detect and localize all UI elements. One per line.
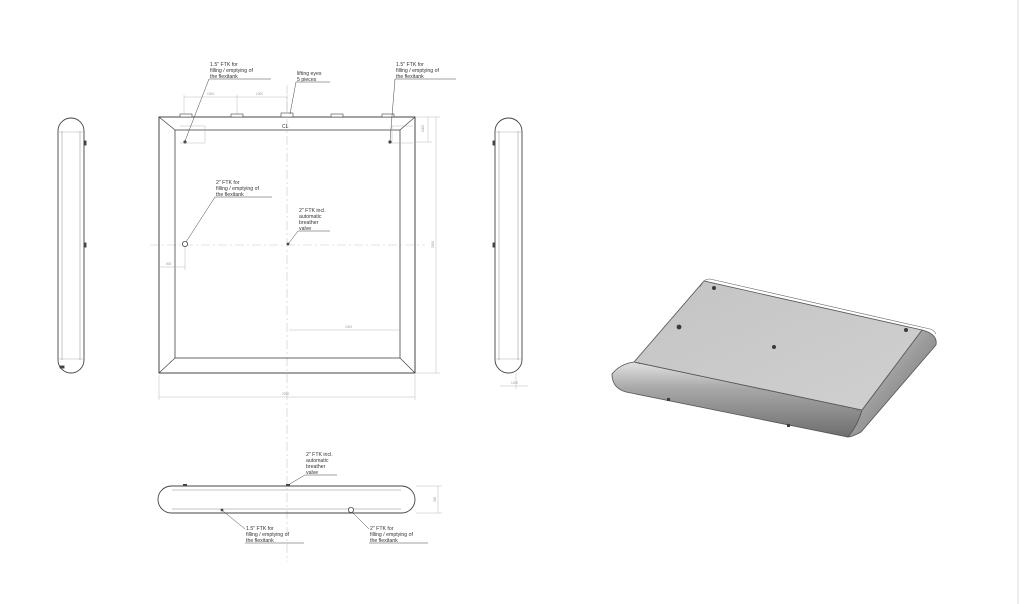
- note-fill-bottom-right: 2" FTK for filling / emptying of the fle…: [351, 511, 428, 544]
- svg-text:filling / emptying of: filling / emptying of: [210, 68, 254, 74]
- svg-text:the flexitank: the flexitank: [246, 538, 274, 544]
- svg-text:breather: breather: [306, 464, 326, 470]
- svg-text:filling / emptying of: filling / emptying of: [370, 532, 414, 538]
- isometric-right-rim: [847, 329, 937, 438]
- isometric-view: [611, 278, 937, 438]
- note-fill-bottom-left: 1.5" FTK for filling / emptying of the f…: [222, 510, 304, 544]
- svg-text:filling / emptying of: filling / emptying of: [246, 532, 290, 538]
- fitting-side-left: [181, 240, 188, 247]
- svg-text:2" FTK incl.: 2" FTK incl.: [306, 452, 333, 458]
- fitting-breather-center: [286, 242, 290, 246]
- bottom-view-fitting: [183, 484, 187, 486]
- svg-text:the flexitank: the flexitank: [396, 74, 424, 80]
- svg-text:lifting eyes: lifting eyes: [297, 71, 322, 77]
- left-side-fitting: [59, 365, 65, 369]
- fitting-top-right: [388, 140, 392, 144]
- svg-text:automatic: automatic: [299, 214, 322, 220]
- front-view: CL 1000 1000: [150, 62, 456, 562]
- note-fill-top-left: 1.5" FTK for filling / emptying of the f…: [184, 62, 271, 142]
- isometric-back-edge: [703, 278, 937, 335]
- svg-text:valve: valve: [299, 226, 311, 232]
- dim-right-offset: 1000: [421, 125, 425, 132]
- fitting-top-left: [183, 140, 187, 144]
- bottom-view-fitting-small: [220, 508, 224, 512]
- left-side-fitting: [83, 242, 87, 248]
- svg-text:the flexitank: the flexitank: [210, 74, 238, 80]
- svg-text:1.5" FTK for: 1.5" FTK for: [396, 62, 424, 68]
- isometric-rim-fitting: [787, 424, 790, 427]
- lifting-eye: [381, 113, 395, 118]
- note-breather-front: 2" FTK incl. automatic breather valve: [288, 208, 330, 244]
- isometric-fitting: [772, 345, 776, 349]
- svg-text:1.5" FTK for: 1.5" FTK for: [246, 526, 274, 532]
- bottom-view: [157, 484, 442, 514]
- note-lifting-eyes: lifting eyes 5 pieces: [289, 71, 330, 115]
- dim-inner-width: 1000: [345, 325, 352, 329]
- right-side-view: [492, 117, 528, 389]
- front-view-corner-line: [158, 116, 176, 131]
- svg-text:the flexitank: the flexitank: [370, 538, 398, 544]
- svg-text:filling / emptying of: filling / emptying of: [396, 68, 440, 74]
- dim-left-offset: 500: [166, 262, 172, 266]
- isometric-rim-fitting: [667, 398, 670, 401]
- front-view-right-dimensions: [158, 116, 440, 400]
- lifting-eye: [330, 113, 344, 118]
- svg-text:breather: breather: [299, 220, 319, 226]
- note-fill-top-right: 1.5" FTK for filling / emptying of the f…: [389, 62, 456, 142]
- left-side-fitting: [83, 140, 87, 146]
- isometric-bevel-line: [855, 409, 863, 412]
- svg-text:2" FTK incl.: 2" FTK incl.: [299, 208, 326, 214]
- svg-text:2" FTK for: 2" FTK for: [216, 180, 240, 186]
- svg-text:filling / emptying of: filling / emptying of: [216, 186, 260, 192]
- bottom-view-fitting-large: [347, 506, 354, 513]
- dim-right-height: 2500: [431, 241, 435, 248]
- isometric-fitting: [676, 324, 682, 330]
- front-view-top-dimensions: [180, 95, 413, 144]
- left-side-view: [57, 117, 87, 374]
- svg-text:1.5" FTK for: 1.5" FTK for: [210, 62, 238, 68]
- right-side-fitting: [492, 242, 496, 248]
- svg-text:the flexitank: the flexitank: [216, 192, 244, 198]
- svg-text:5 pieces: 5 pieces: [297, 77, 317, 83]
- note-fill-side: 2" FTK for filling / emptying of the fle…: [185, 180, 272, 243]
- isometric-bevel-line: [699, 280, 705, 288]
- front-view-corner-line: [158, 357, 176, 374]
- svg-text:valve: valve: [306, 470, 318, 476]
- front-view-inner-frame: [174, 129, 401, 359]
- front-view-corner-line: [399, 116, 416, 131]
- isometric-fitting: [904, 328, 908, 332]
- dim-profile-height: 300: [433, 496, 437, 502]
- dim-overall-width: 2200: [282, 392, 289, 396]
- svg-text:2" FTK for: 2" FTK for: [370, 526, 394, 532]
- lifting-eye: [179, 113, 193, 118]
- isometric-bevel-line: [633, 361, 641, 365]
- centerline-mark: CL: [282, 124, 289, 130]
- right-side-fitting: [492, 140, 496, 146]
- front-view-corner-line: [399, 357, 416, 374]
- svg-text:automatic: automatic: [306, 458, 329, 464]
- lifting-eye: [230, 113, 244, 118]
- lifting-eye: [280, 112, 294, 118]
- isometric-top-face: [633, 280, 923, 411]
- dim-side-base: 1200: [511, 381, 518, 385]
- note-breather-bottom: 2" FTK incl. automatic breather valve: [287, 452, 337, 486]
- dim-top-span-1: 1000: [207, 92, 214, 96]
- dim-top-span-2: 1000: [256, 92, 263, 96]
- isometric-fitting: [712, 286, 716, 290]
